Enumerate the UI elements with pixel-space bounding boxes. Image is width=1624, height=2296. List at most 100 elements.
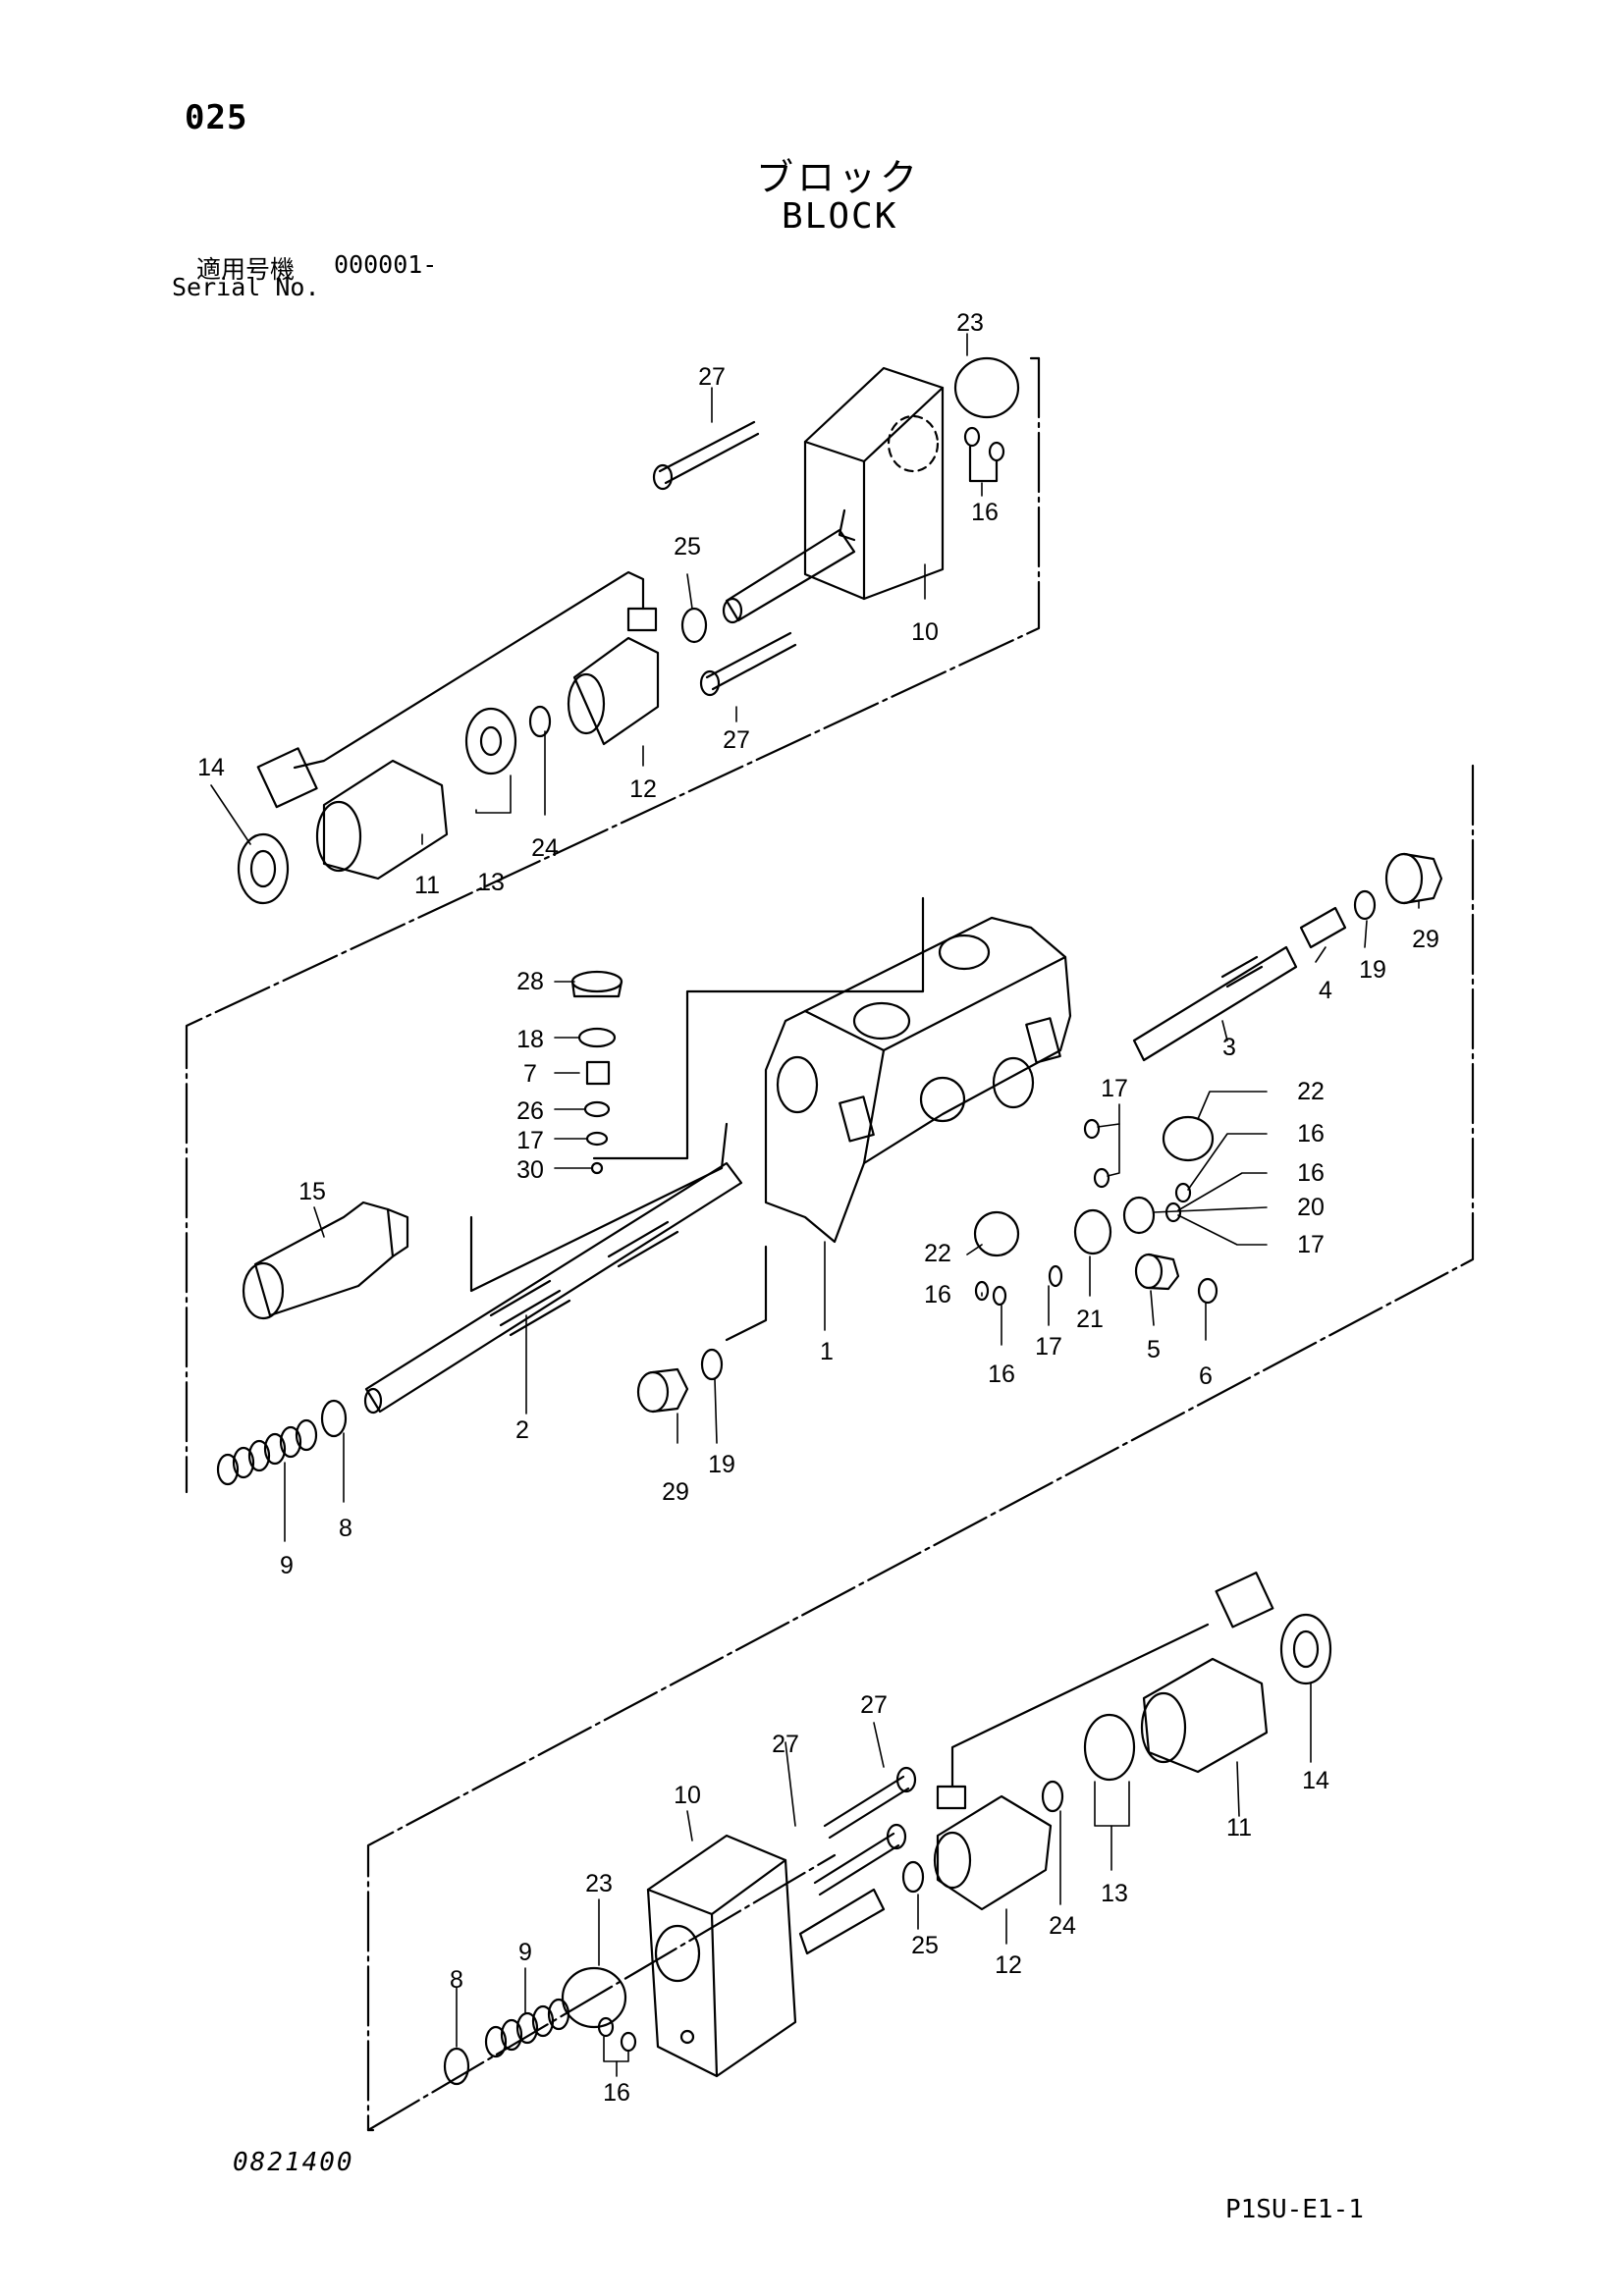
- oring-18: [577, 1027, 617, 1048]
- callout-11: 11: [1226, 1814, 1252, 1842]
- coil-12-top: [567, 607, 660, 746]
- connector-bottom: [1215, 1572, 1274, 1629]
- callout-9: 9: [518, 1939, 532, 1966]
- callout-16: 16: [1297, 1159, 1325, 1187]
- oring-19-lower: [700, 1348, 724, 1381]
- part-6: [1197, 1277, 1218, 1305]
- callout-23: 23: [956, 309, 984, 337]
- oring-16-top-a: [963, 426, 981, 448]
- callout-16: 16: [988, 1361, 1015, 1388]
- callout-17: 17: [1297, 1231, 1325, 1258]
- callout-22: 22: [1297, 1078, 1325, 1105]
- title-english: BLOCK: [782, 196, 898, 237]
- part-5: [1134, 1253, 1180, 1291]
- page-number: 025: [185, 98, 248, 137]
- callout-9: 9: [280, 1552, 294, 1579]
- callout-7: 7: [523, 1060, 537, 1088]
- callout-27: 27: [723, 726, 750, 754]
- callout-4: 4: [1319, 977, 1332, 1004]
- plug-part-7: [585, 1060, 611, 1086]
- oring-22-left: [973, 1210, 1020, 1257]
- callout-10: 10: [674, 1782, 701, 1809]
- callout-27: 27: [772, 1731, 799, 1758]
- callout-20: 20: [1297, 1194, 1325, 1221]
- callout-25: 25: [674, 533, 701, 561]
- oring-24-bottom: [1041, 1780, 1064, 1813]
- plug-part-28: [570, 970, 623, 998]
- callout-29: 29: [1412, 926, 1439, 953]
- relief-valve-part-15: [242, 1201, 409, 1320]
- bottom-stem: [798, 1888, 886, 1955]
- plug-29-right: [1384, 852, 1443, 905]
- top-assembly-outline: [185, 356, 1041, 1494]
- callout-17: 17: [516, 1127, 544, 1154]
- callout-16: 16: [603, 2079, 630, 2107]
- nut-14-top: [237, 832, 290, 905]
- callout-16: 16: [971, 499, 999, 526]
- bolt-27-mid: [699, 631, 797, 697]
- sleeve-11-bottom: [1140, 1657, 1269, 1774]
- callout-24: 24: [1049, 1912, 1076, 1940]
- callout-27: 27: [860, 1691, 888, 1719]
- washer-13-bottom: [1083, 1713, 1136, 1782]
- title-japanese: ブロック: [756, 156, 922, 199]
- wire-bottom: [950, 1623, 1210, 1789]
- wire-top: [293, 570, 645, 770]
- nut-14-bottom: [1279, 1613, 1332, 1685]
- callout-21: 21: [1076, 1306, 1104, 1333]
- callout-25: 25: [911, 1932, 939, 1959]
- callout-17: 17: [1101, 1075, 1128, 1102]
- serial-label-english: Serial No.: [172, 273, 320, 301]
- bolt-27-top: [652, 420, 760, 491]
- sheet-code: P1SU-E1-1: [1225, 2195, 1364, 2224]
- callout-6: 6: [1199, 1362, 1213, 1390]
- washer-13-top: [464, 707, 517, 775]
- coil-12-bottom: [933, 1785, 1053, 1911]
- callout-14: 14: [197, 754, 225, 781]
- oring-25-top: [680, 607, 708, 644]
- ball-30: [590, 1161, 604, 1175]
- spring-9-bottom: [484, 1998, 570, 2058]
- oring-22-right: [1162, 1115, 1215, 1162]
- sleeve-11-top: [315, 759, 449, 881]
- callout-13: 13: [477, 869, 505, 896]
- top-block-part-10: [803, 366, 945, 601]
- callout-2: 2: [515, 1416, 529, 1444]
- oring-24-top: [528, 705, 552, 738]
- callout-1: 1: [820, 1338, 834, 1365]
- bolt-27-bottom-b: [813, 1823, 907, 1896]
- oring-17-stack: [585, 1131, 609, 1147]
- callout-16: 16: [924, 1281, 951, 1308]
- callout-11: 11: [414, 872, 440, 899]
- callout-23: 23: [585, 1870, 613, 1897]
- retainer-8-mid: [320, 1399, 348, 1438]
- callout-16: 16: [1297, 1120, 1325, 1148]
- callout-26: 26: [516, 1097, 544, 1125]
- callout-14: 14: [1302, 1767, 1329, 1794]
- callout-labels: 27 23 16 25 10 27 12 24 13 11 14 29 19 4…: [197, 309, 1439, 2107]
- callout-24: 24: [531, 834, 559, 862]
- retainer-8-bottom: [443, 2047, 470, 2086]
- bottom-block-part-10: [646, 1834, 797, 2078]
- bolt-27-bottom-a: [823, 1766, 917, 1840]
- oring-20: [1122, 1196, 1156, 1235]
- callout-8: 8: [450, 1966, 463, 1994]
- callout-19: 19: [708, 1451, 735, 1478]
- bottom-assembly-outline: [366, 1853, 837, 2132]
- callout-18: 18: [516, 1026, 544, 1053]
- oring-23-bottom: [561, 1966, 627, 2029]
- callout-19: 19: [1359, 956, 1386, 984]
- connector-top: [256, 747, 318, 809]
- oring-21: [1073, 1208, 1112, 1255]
- oring-23-top: [953, 356, 1020, 419]
- callout-27: 27: [698, 363, 726, 391]
- plug-part-4: [1299, 906, 1347, 949]
- callout-12: 12: [995, 1951, 1022, 1979]
- callout-28: 28: [516, 968, 544, 995]
- callout-3: 3: [1222, 1034, 1236, 1061]
- serial-label-japanese: 適用号機: [196, 255, 296, 284]
- oring-25-bottom: [901, 1860, 925, 1894]
- top-stem: [722, 528, 856, 624]
- spring-9-mid: [216, 1418, 318, 1486]
